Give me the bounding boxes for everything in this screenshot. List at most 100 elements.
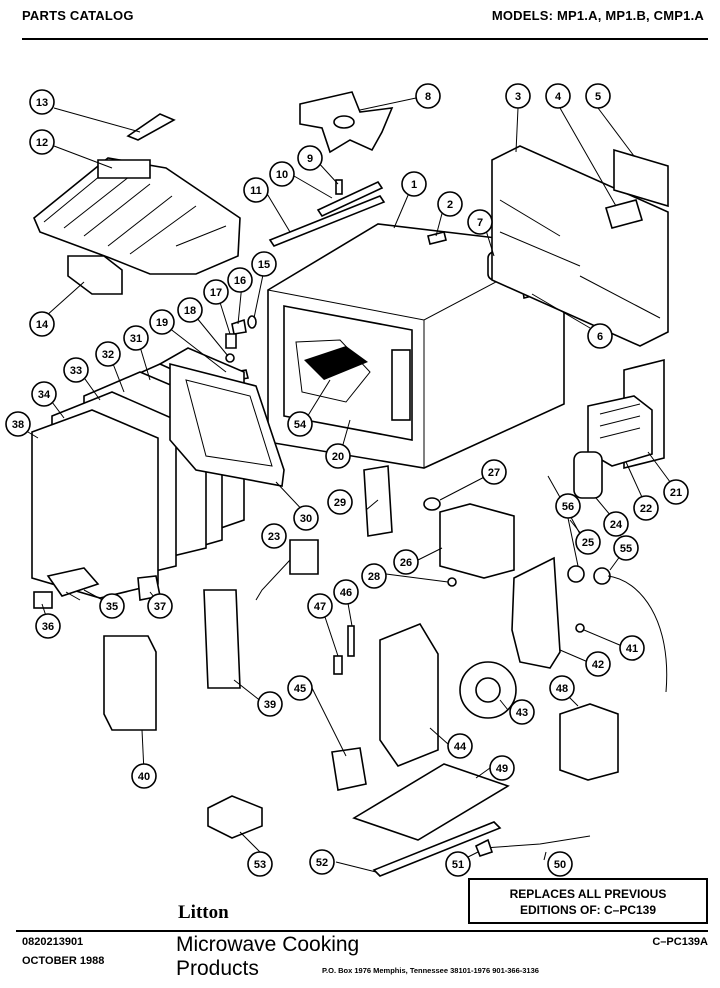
svg-text:12: 12 bbox=[36, 137, 48, 149]
footer-rule bbox=[16, 930, 708, 932]
svg-text:40: 40 bbox=[138, 771, 150, 783]
callout-20: 20 bbox=[325, 443, 351, 469]
part-24 bbox=[573, 451, 603, 499]
svg-text:5: 5 bbox=[595, 91, 601, 103]
part-51 bbox=[474, 838, 494, 857]
part-38 bbox=[31, 409, 159, 599]
callout-53: 53 bbox=[247, 851, 273, 877]
part-20 bbox=[391, 349, 411, 421]
callout-6: 6 bbox=[587, 323, 613, 349]
callout-32: 32 bbox=[95, 341, 121, 367]
svg-text:17: 17 bbox=[210, 287, 222, 299]
catalog-title: PARTS CATALOG bbox=[22, 8, 134, 23]
callout-13: 13 bbox=[29, 89, 55, 115]
svg-text:2: 2 bbox=[447, 199, 453, 211]
callout-26: 26 bbox=[393, 549, 419, 575]
part-5 bbox=[613, 148, 669, 208]
part-16 bbox=[231, 318, 247, 335]
svg-text:1: 1 bbox=[411, 179, 417, 191]
part-26 bbox=[439, 503, 515, 579]
svg-text:19: 19 bbox=[156, 317, 168, 329]
svg-text:48: 48 bbox=[556, 683, 568, 695]
part-15 bbox=[247, 315, 257, 329]
svg-text:27: 27 bbox=[488, 467, 500, 479]
svg-text:4: 4 bbox=[555, 91, 562, 103]
svg-text:22: 22 bbox=[640, 503, 652, 515]
replaces-notice: REPLACES ALL PREVIOUS EDITIONS OF: C–PC1… bbox=[468, 878, 708, 924]
svg-text:33: 33 bbox=[70, 365, 82, 377]
replaces-line-2: EDITIONS OF: C–PC139 bbox=[519, 903, 657, 917]
svg-text:38: 38 bbox=[12, 419, 24, 431]
callout-43: 43 bbox=[509, 699, 535, 725]
svg-text:41: 41 bbox=[626, 643, 638, 655]
part-42 bbox=[511, 556, 561, 669]
part-56 bbox=[567, 565, 585, 583]
svg-text:50: 50 bbox=[554, 859, 566, 871]
svg-text:53: 53 bbox=[254, 859, 266, 871]
callout-50: 50 bbox=[547, 851, 573, 877]
callout-40: 40 bbox=[131, 763, 157, 789]
svg-text:31: 31 bbox=[130, 333, 142, 345]
svg-text:14: 14 bbox=[36, 319, 49, 331]
part-4 bbox=[604, 199, 644, 229]
callout-42: 42 bbox=[585, 651, 611, 677]
callout-30: 30 bbox=[293, 505, 319, 531]
callout-1: 1 bbox=[401, 171, 427, 197]
callout-19: 19 bbox=[149, 309, 175, 335]
callout-44: 44 bbox=[447, 733, 473, 759]
svg-text:37: 37 bbox=[154, 601, 166, 613]
part-35 bbox=[46, 567, 100, 597]
header-rule bbox=[22, 38, 708, 40]
svg-text:35: 35 bbox=[106, 601, 118, 613]
callout-14: 14 bbox=[29, 311, 55, 337]
callout-35: 35 bbox=[99, 593, 125, 619]
part-14 bbox=[67, 255, 123, 295]
part-10 bbox=[316, 180, 384, 218]
svg-text:44: 44 bbox=[454, 741, 467, 753]
part-9 bbox=[335, 179, 343, 195]
callout-49: 49 bbox=[489, 755, 515, 781]
svg-text:47: 47 bbox=[314, 601, 326, 613]
part-46 bbox=[347, 625, 355, 657]
svg-text:32: 32 bbox=[102, 349, 114, 361]
callout-41: 41 bbox=[619, 635, 645, 661]
part-27 bbox=[423, 497, 441, 511]
svg-text:25: 25 bbox=[582, 537, 594, 549]
part-41 bbox=[575, 623, 585, 633]
callout-23: 23 bbox=[261, 523, 287, 549]
svg-text:28: 28 bbox=[368, 571, 380, 583]
callout-4: 4 bbox=[545, 83, 571, 109]
callout-37: 37 bbox=[147, 593, 173, 619]
part-50 bbox=[483, 835, 591, 849]
svg-text:49: 49 bbox=[496, 763, 508, 775]
part-52 bbox=[372, 821, 502, 877]
svg-text:55: 55 bbox=[620, 543, 632, 555]
svg-text:29: 29 bbox=[334, 497, 346, 509]
svg-text:15: 15 bbox=[258, 259, 270, 271]
callout-7: 7 bbox=[467, 209, 493, 235]
part-55 bbox=[593, 567, 611, 585]
svg-text:16: 16 bbox=[234, 275, 246, 287]
svg-text:24: 24 bbox=[610, 519, 623, 531]
svg-text:52: 52 bbox=[316, 857, 328, 869]
part-17 bbox=[225, 333, 237, 349]
models-label: MODELS: MP1.A, MP1.B, CMP1.A bbox=[491, 8, 704, 23]
part-53 bbox=[207, 795, 263, 839]
svg-text:20: 20 bbox=[332, 451, 344, 463]
part-47 bbox=[333, 655, 343, 675]
svg-text:6: 6 bbox=[597, 331, 603, 343]
part-44 bbox=[379, 623, 439, 767]
callout-3: 3 bbox=[505, 83, 531, 109]
svg-text:54: 54 bbox=[294, 419, 307, 431]
part-28 bbox=[447, 577, 457, 587]
callout-31: 31 bbox=[123, 325, 149, 351]
replaces-line-1: REPLACES ALL PREVIOUS bbox=[509, 887, 667, 901]
callout-47: 47 bbox=[307, 593, 333, 619]
svg-text:26: 26 bbox=[400, 557, 412, 569]
callout-22: 22 bbox=[633, 495, 659, 521]
part-48 bbox=[559, 703, 619, 781]
callout-33: 33 bbox=[63, 357, 89, 383]
svg-text:21: 21 bbox=[670, 487, 682, 499]
callout-12: 12 bbox=[29, 129, 55, 155]
